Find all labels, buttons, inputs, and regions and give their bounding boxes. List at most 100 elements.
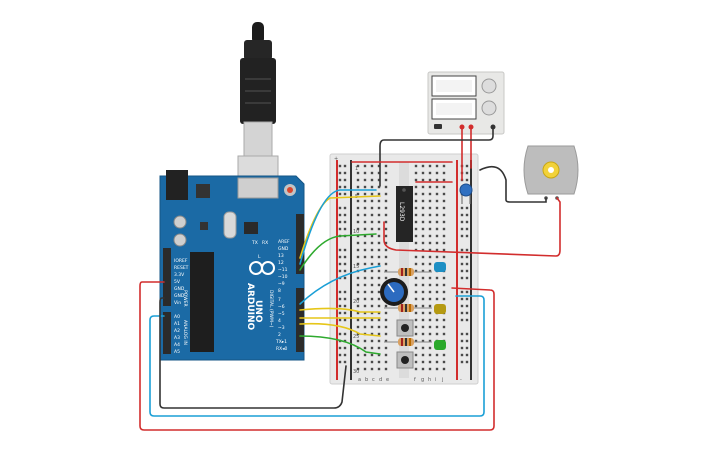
breadboard-hole[interactable] [363, 262, 367, 266]
breadboard-hole[interactable] [384, 255, 388, 259]
rail-hole[interactable] [338, 192, 342, 196]
rail-hole[interactable] [343, 178, 347, 182]
breadboard-hole[interactable] [356, 164, 360, 168]
rail-hole[interactable] [343, 164, 347, 168]
breadboard-hole[interactable] [428, 213, 432, 217]
rail-hole[interactable] [465, 220, 469, 224]
wire-green[interactable] [299, 233, 377, 271]
rail-hole[interactable] [338, 304, 342, 308]
breadboard-hole[interactable] [363, 220, 367, 224]
breadboard-hole[interactable] [384, 304, 388, 308]
breadboard-hole[interactable] [363, 290, 367, 294]
breadboard-hole[interactable] [428, 318, 432, 322]
breadboard-hole[interactable] [356, 304, 360, 308]
breadboard-hole[interactable] [442, 276, 446, 280]
breadboard-hole[interactable] [356, 220, 360, 224]
breadboard-hole[interactable] [414, 276, 418, 280]
breadboard-hole[interactable] [421, 206, 425, 210]
breadboard-hole[interactable] [356, 346, 360, 350]
rail-hole[interactable] [343, 360, 347, 364]
wire-black[interactable] [479, 165, 547, 203]
breadboard-hole[interactable] [356, 311, 360, 315]
breadboard-hole[interactable] [363, 227, 367, 231]
breadboard-hole[interactable] [428, 178, 432, 182]
breadboard-hole[interactable] [384, 234, 388, 238]
breadboard-hole[interactable] [435, 213, 439, 217]
breadboard-hole[interactable] [370, 346, 374, 350]
rail-hole[interactable] [465, 164, 469, 168]
rail-hole[interactable] [465, 297, 469, 301]
breadboard-hole[interactable] [435, 220, 439, 224]
rail-hole[interactable] [465, 353, 469, 357]
breadboard-hole[interactable] [428, 353, 432, 357]
breadboard-hole[interactable] [356, 178, 360, 182]
breadboard-hole[interactable] [377, 269, 381, 273]
rail-hole[interactable] [460, 346, 464, 350]
wire-yellow[interactable] [299, 307, 381, 313]
rail-hole[interactable] [343, 192, 347, 196]
rail-hole[interactable] [338, 164, 342, 168]
rail-hole[interactable] [460, 227, 464, 231]
rail-hole[interactable] [338, 269, 342, 273]
breadboard-hole[interactable] [435, 171, 439, 175]
breadboard-hole[interactable] [442, 367, 446, 371]
breadboard-hole[interactable] [377, 346, 381, 350]
breadboard-hole[interactable] [435, 227, 439, 231]
breadboard-hole[interactable] [370, 213, 374, 217]
breadboard-hole[interactable] [414, 353, 418, 357]
rail-hole[interactable] [460, 276, 464, 280]
voltage-knob-icon[interactable] [481, 78, 497, 94]
breadboard-hole[interactable] [377, 332, 381, 336]
breadboard-hole[interactable] [363, 311, 367, 315]
push-button[interactable] [396, 319, 414, 337]
breadboard-hole[interactable] [421, 255, 425, 259]
rail-hole[interactable] [465, 304, 469, 308]
potentiometer[interactable] [380, 278, 408, 306]
wire-yellow[interactable] [299, 322, 381, 337]
breadboard-hole[interactable] [435, 164, 439, 168]
breadboard-hole[interactable] [421, 227, 425, 231]
l293d-chip[interactable]: L293D [396, 186, 413, 242]
breadboard-hole[interactable] [363, 199, 367, 203]
breadboard-hole[interactable] [384, 192, 388, 196]
breadboard-hole[interactable] [377, 304, 381, 308]
wire-red[interactable] [139, 281, 495, 431]
breadboard-hole[interactable] [421, 241, 425, 245]
breadboard-hole[interactable] [421, 346, 425, 350]
breadboard-hole[interactable] [414, 325, 418, 329]
breadboard-hole[interactable] [363, 353, 367, 357]
breadboard-hole[interactable] [428, 227, 432, 231]
breadboard-hole[interactable] [414, 262, 418, 266]
breadboard-hole[interactable] [428, 276, 432, 280]
breadboard-hole[interactable] [442, 290, 446, 294]
breadboard-hole[interactable] [370, 206, 374, 210]
rail-hole[interactable] [465, 206, 469, 210]
breadboard-hole[interactable] [384, 164, 388, 168]
breadboard-hole[interactable] [435, 367, 439, 371]
breadboard-hole[interactable] [384, 220, 388, 224]
breadboard-hole[interactable] [414, 213, 418, 217]
rail-hole[interactable] [465, 269, 469, 273]
breadboard-hole[interactable] [363, 304, 367, 308]
breadboard-hole[interactable] [428, 164, 432, 168]
breadboard-hole[interactable] [356, 297, 360, 301]
breadboard-hole[interactable] [428, 248, 432, 252]
breadboard-hole[interactable] [428, 241, 432, 245]
breadboard-hole[interactable] [442, 213, 446, 217]
rail-hole[interactable] [343, 346, 347, 350]
rail-hole[interactable] [465, 178, 469, 182]
breadboard-hole[interactable] [363, 360, 367, 364]
breadboard-hole[interactable] [428, 269, 432, 273]
breadboard-hole[interactable] [384, 241, 388, 245]
breadboard-hole[interactable] [377, 206, 381, 210]
breadboard-hole[interactable] [414, 206, 418, 210]
rail-hole[interactable] [465, 346, 469, 350]
breadboard-hole[interactable] [428, 304, 432, 308]
breadboard-hole[interactable] [428, 206, 432, 210]
breadboard-hole[interactable] [442, 318, 446, 322]
rail-hole[interactable] [343, 276, 347, 280]
breadboard-hole[interactable] [370, 192, 374, 196]
breadboard-hole[interactable] [384, 262, 388, 266]
breadboard-hole[interactable] [428, 199, 432, 203]
breadboard-hole[interactable] [428, 360, 432, 364]
